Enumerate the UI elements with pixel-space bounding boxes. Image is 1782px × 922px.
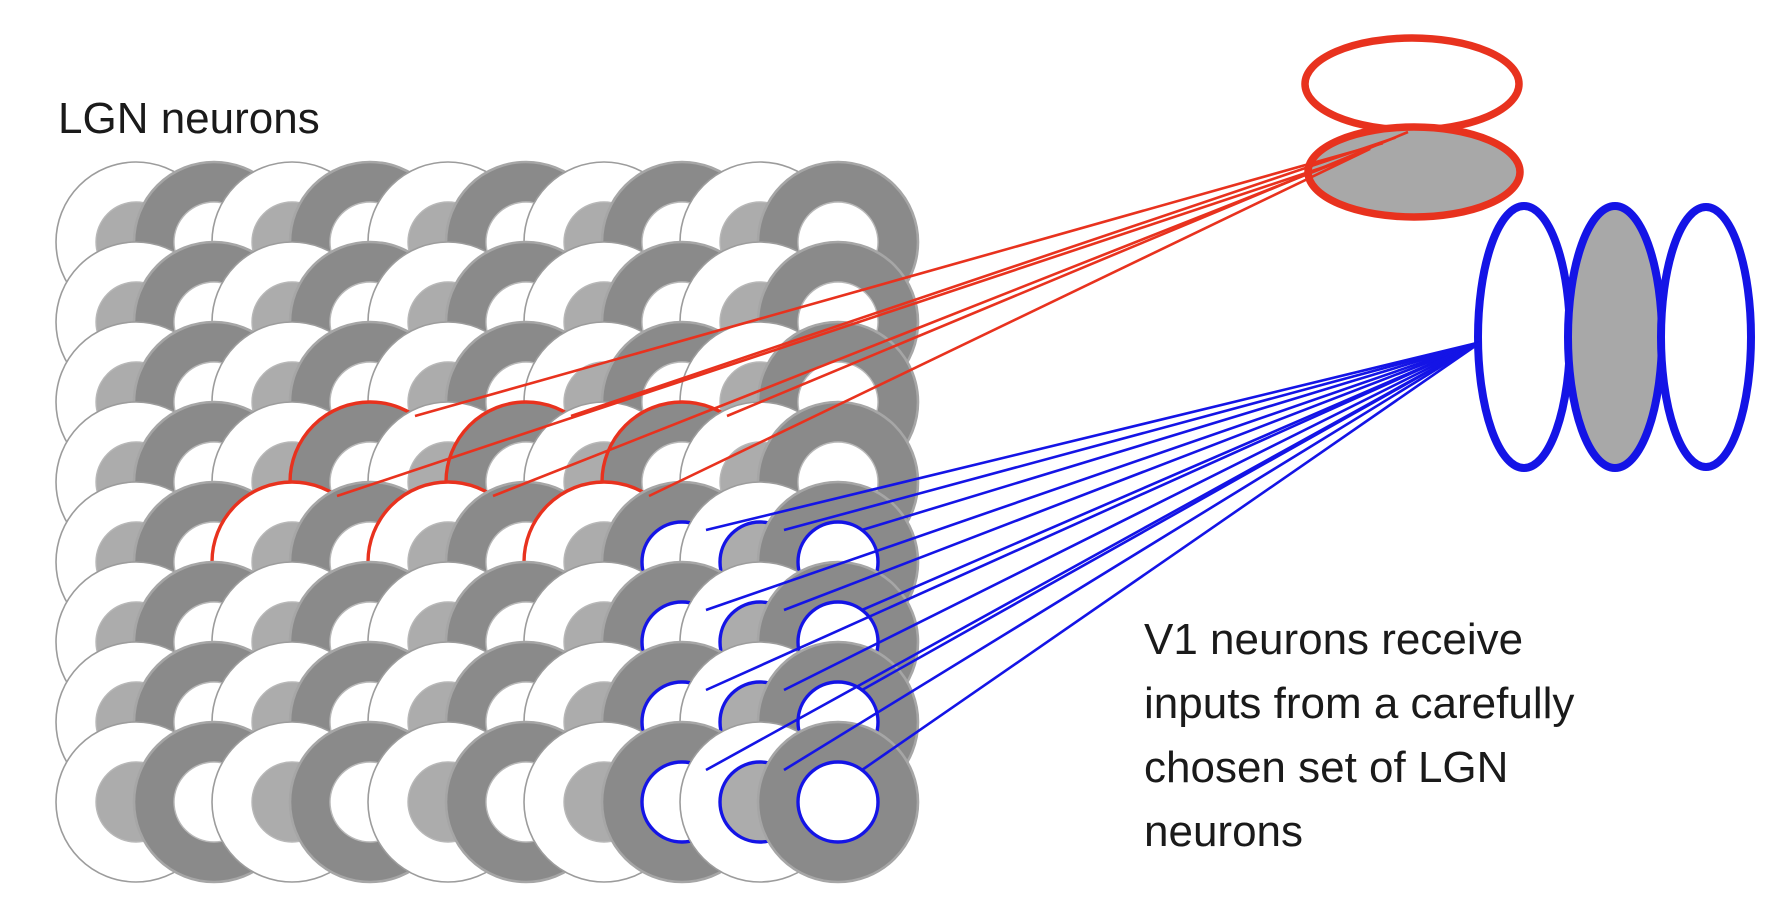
v1-caption-line: inputs from a carefully (1144, 679, 1575, 728)
red-projection-line (414, 141, 1384, 418)
red-projection-line (492, 153, 1359, 498)
blue-projection-line (861, 340, 1482, 772)
blue-projection-line (783, 340, 1482, 612)
v1-caption: V1 neurons receive inputs from a careful… (1144, 608, 1574, 864)
v1-red-rf-bottom-ellipse (1304, 123, 1524, 221)
blue-projection-line (705, 340, 1482, 532)
blue-projection-line (861, 340, 1482, 612)
blue-projection-line (783, 340, 1482, 532)
red-projection-line (336, 158, 1346, 498)
red-projection-line (648, 147, 1371, 498)
blue-projection-line (783, 340, 1482, 772)
v1-caption-line: chosen set of LGN (1144, 743, 1509, 792)
blue-projection-line (705, 340, 1482, 772)
v1-blue-rf-middle-ellipse (1564, 202, 1666, 472)
blue-projection-line (783, 340, 1482, 692)
lgn-neurons-label: LGN neurons (58, 94, 320, 143)
blue-projection-line (705, 340, 1482, 612)
v1-red-rf-top-ellipse (1301, 34, 1523, 134)
v1-blue-rf-right-ellipse (1657, 203, 1755, 471)
blue-projection-line (705, 340, 1482, 692)
lgn-neuron-center-blue-selected (796, 760, 880, 844)
v1-blue-rf-left-ellipse (1474, 202, 1574, 472)
blue-projection-line (861, 340, 1482, 532)
v1-caption-line: neurons (1144, 807, 1304, 856)
red-projection-line (570, 136, 1396, 418)
red-projection-line (726, 130, 1409, 418)
v1-caption-line: V1 neurons receive (1144, 615, 1524, 664)
